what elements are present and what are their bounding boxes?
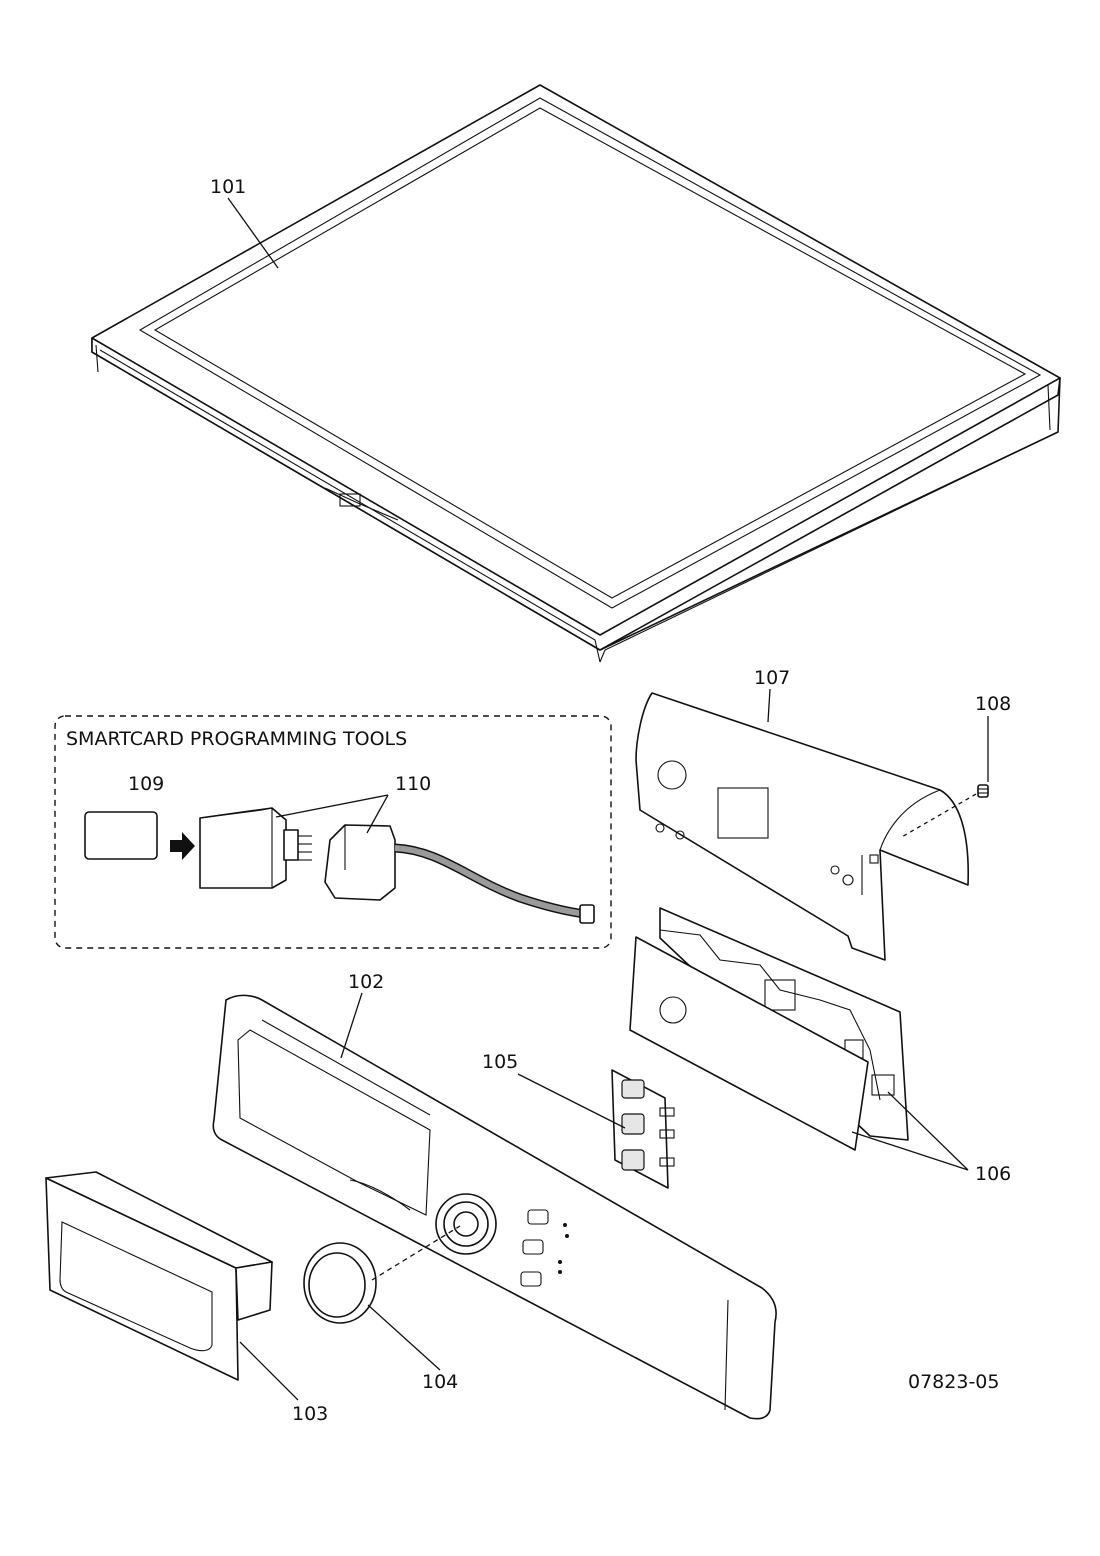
callout-110: 110 bbox=[395, 773, 431, 795]
dispenser-drawer-part-103 bbox=[45, 1171, 273, 1381]
button-module-part-105 bbox=[611, 1069, 675, 1189]
top-cover-part-101 bbox=[91, 84, 1061, 663]
leader-101 bbox=[227, 197, 279, 269]
control-shield-part-107 bbox=[635, 692, 970, 961]
console-panel-part-102 bbox=[212, 994, 777, 1420]
smartcard-tools-box: SMARTCARD PROGRAMMING TOOLS 10 bbox=[54, 715, 612, 949]
callout-105: 105 bbox=[482, 1051, 518, 1073]
leader-110b bbox=[366, 794, 389, 834]
callout-101: 101 bbox=[210, 176, 246, 198]
callout-102: 102 bbox=[348, 971, 384, 993]
callout-108: 108 bbox=[975, 693, 1011, 715]
leader-105 bbox=[517, 1073, 626, 1129]
screw-part-108 bbox=[899, 784, 989, 839]
control-board-part-106 bbox=[629, 907, 909, 1151]
programmer-cable-part-110 bbox=[324, 824, 595, 924]
callout-103: 103 bbox=[292, 1403, 328, 1425]
smartcard-part-109 bbox=[84, 811, 158, 860]
figure-number: 07823-05 bbox=[908, 1371, 999, 1393]
smartcard-box-title: SMARTCARD PROGRAMMING TOOLS bbox=[66, 728, 407, 750]
callout-109: 109 bbox=[128, 773, 164, 795]
knob-part-104 bbox=[303, 1225, 461, 1324]
callout-104: 104 bbox=[422, 1371, 458, 1393]
insert-arrow-icon bbox=[170, 832, 195, 860]
programmer-module-part-110 bbox=[199, 807, 312, 889]
callout-107: 107 bbox=[754, 667, 790, 689]
callout-106: 106 bbox=[975, 1163, 1011, 1185]
leader-104 bbox=[367, 1304, 441, 1371]
leader-107 bbox=[767, 688, 771, 723]
leader-102 bbox=[340, 992, 363, 1059]
leader-110a bbox=[275, 794, 389, 818]
leader-103 bbox=[239, 1341, 299, 1401]
leader-106a bbox=[851, 1131, 969, 1171]
leader-106b bbox=[887, 1091, 969, 1171]
